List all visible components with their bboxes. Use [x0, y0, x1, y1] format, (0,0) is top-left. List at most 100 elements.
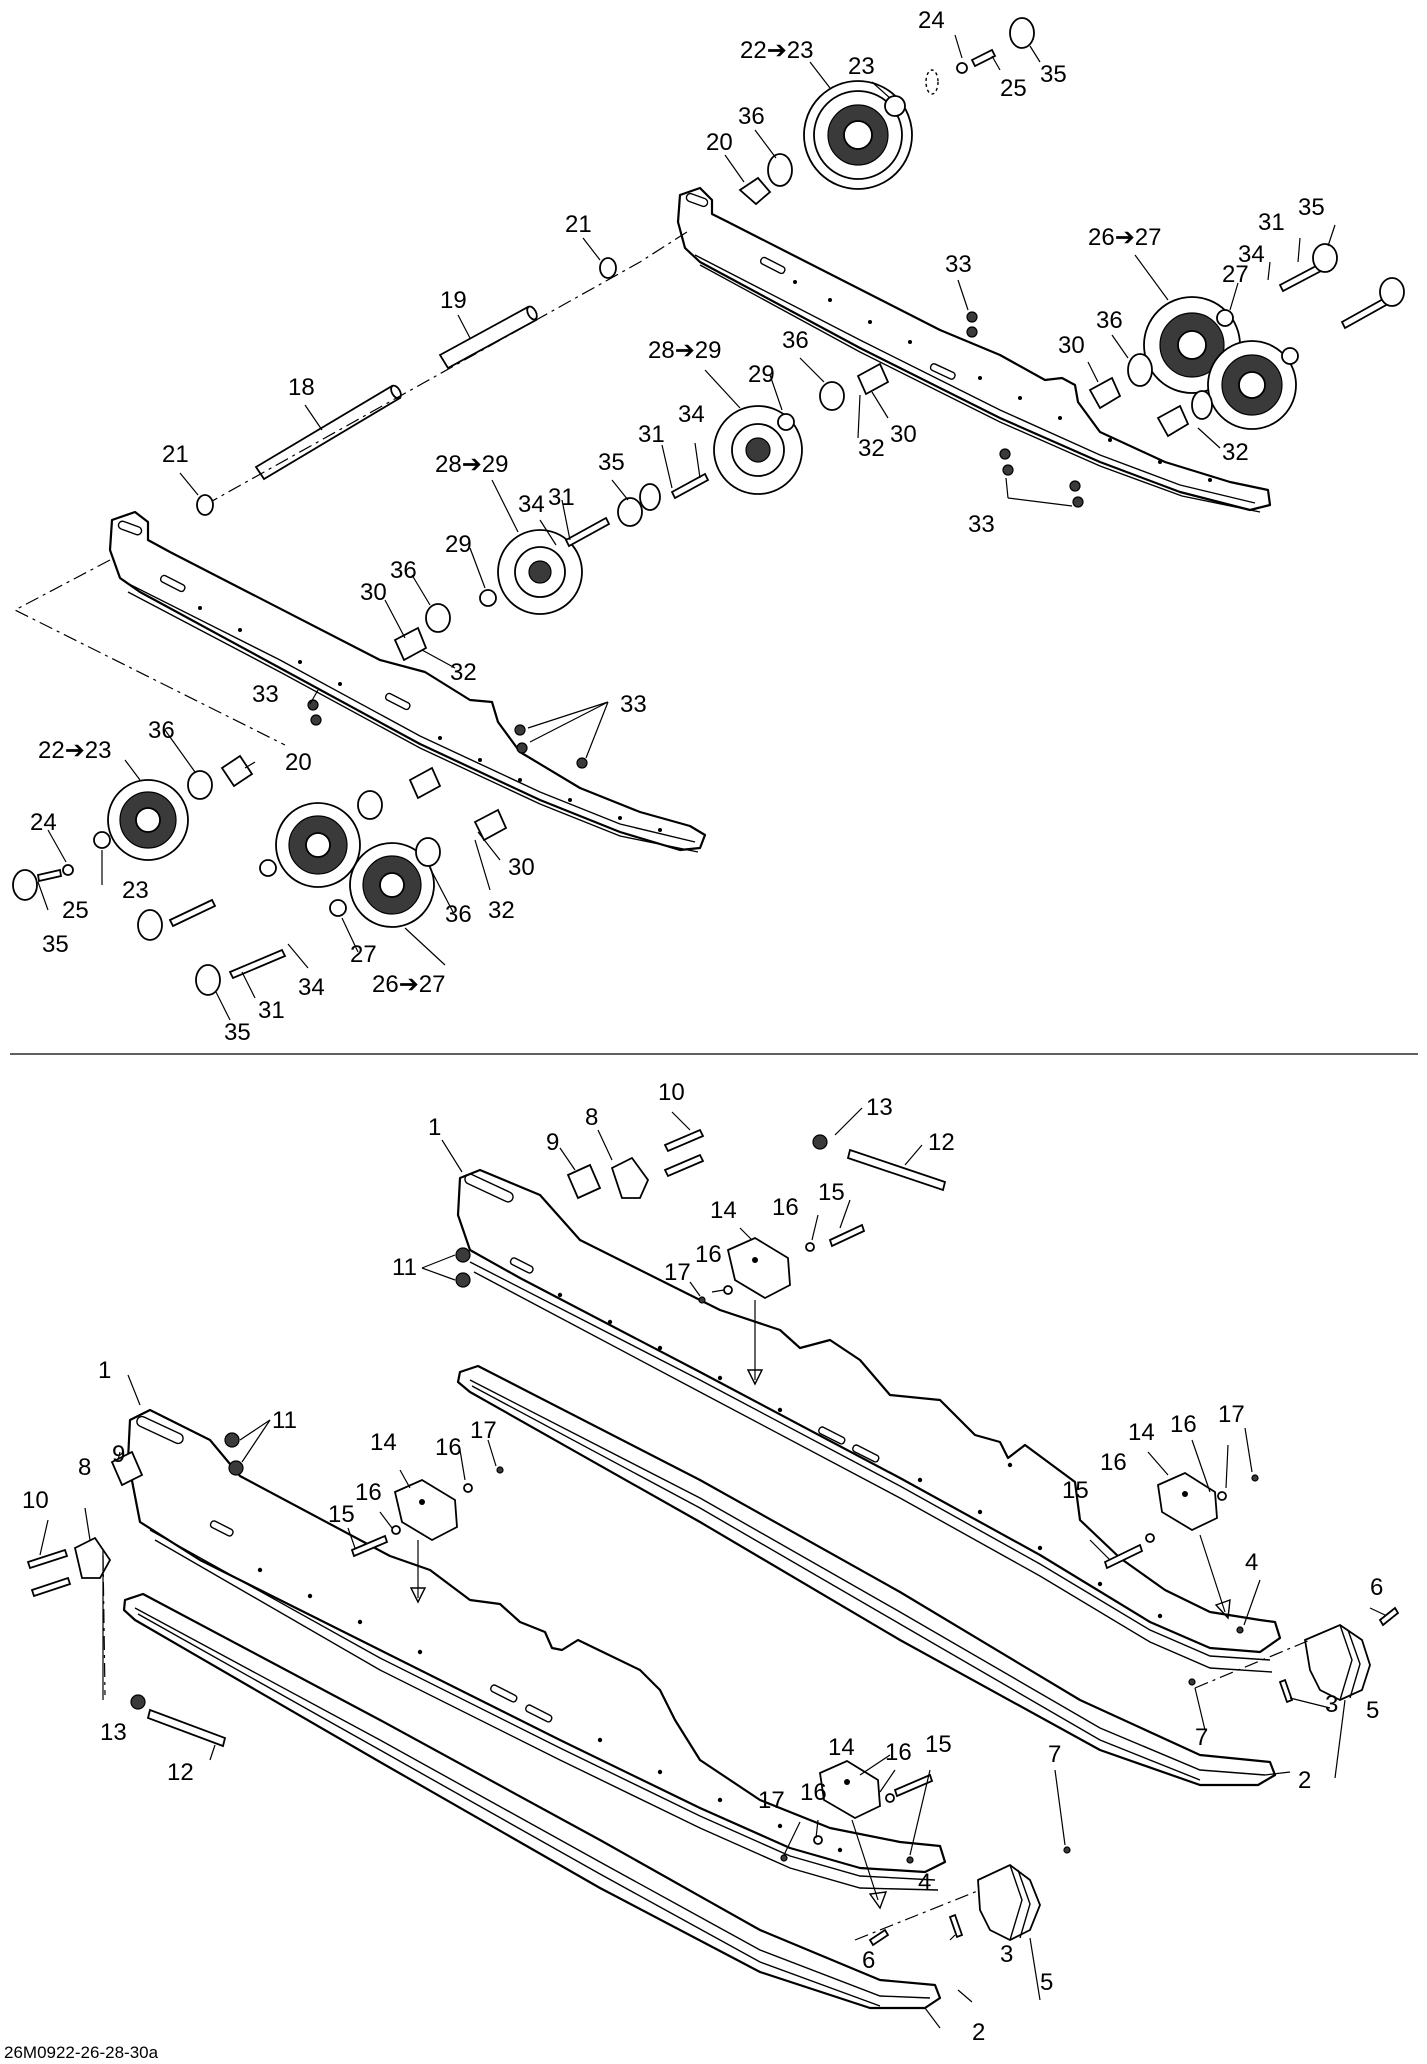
label-17-top: 17: [664, 1259, 691, 1286]
washer-16-left-a: [391, 1525, 401, 1535]
circlip-top: [925, 69, 939, 95]
bracket-30-center: [856, 362, 890, 396]
spacer-21-upper: [599, 257, 617, 279]
screw-15-top: [828, 1223, 866, 1248]
label-6-upper: 6: [1370, 1574, 1383, 1601]
screw-3-lower: [948, 1913, 964, 1939]
label-5-lower: 5: [1040, 1969, 1053, 1996]
label-35-right: 35: [1298, 194, 1325, 221]
label-29-upper: 29: [748, 361, 775, 388]
nut-11-top-b: [455, 1272, 471, 1288]
nut-33-k: [576, 757, 588, 769]
label-15-right: 15: [1062, 1477, 1089, 1504]
label-16-left-b: 16: [355, 1479, 382, 1506]
label-4-upper: 4: [1245, 1549, 1258, 1576]
upper-left-rail: [108, 510, 707, 853]
label-36-top: 36: [738, 103, 765, 130]
nut-7-lower: [1063, 1846, 1071, 1854]
upper-leaders: [37, 34, 1336, 1021]
bearing-23-top: [884, 95, 906, 117]
label-21-lower: 21: [162, 441, 189, 468]
label-13-left: 13: [100, 1719, 127, 1746]
nut-33-b: [966, 326, 978, 338]
bolt-25-top: [970, 48, 997, 68]
label-28-29-lower: 28➔29: [435, 451, 509, 478]
nut-17-bottom: [780, 1854, 788, 1862]
label-22-23-left: 22➔23: [38, 737, 112, 764]
label-24: 24: [918, 7, 945, 34]
cap-35-bottom: [195, 964, 221, 996]
bearing-29-lower: [479, 589, 497, 607]
label-29-lower: 29: [445, 531, 472, 558]
label-16-right-a: 16: [1170, 1411, 1197, 1438]
washer-16-right-b: [1217, 1491, 1227, 1501]
washer-16-top-a: [805, 1242, 815, 1252]
label-36-center: 36: [782, 327, 809, 354]
bracket-14-top: [726, 1236, 791, 1300]
bracket-30-left: [473, 808, 508, 842]
label-32-left: 32: [488, 897, 515, 924]
label-6-lower: 6: [862, 1947, 875, 1974]
label-34-right: 34: [1238, 241, 1265, 268]
label-9-top: 9: [546, 1129, 559, 1156]
plate-8-left: [73, 1536, 112, 1579]
label-1-left: 1: [98, 1357, 111, 1384]
nut-11-left-b: [228, 1460, 244, 1476]
label-33-upper: 33: [945, 251, 972, 278]
label-3-upper: 3: [1325, 1691, 1338, 1718]
cap-35-right: [1312, 243, 1338, 273]
plate-8-top: [610, 1156, 650, 1199]
label-2-upper: 2: [1298, 1767, 1311, 1794]
nut-13-left: [130, 1694, 146, 1710]
label-21-upper: 21: [565, 211, 592, 238]
bearing-29-upper: [777, 413, 795, 431]
rivet-4-lower: [906, 1856, 914, 1864]
label-16-bottom-a: 16: [885, 1739, 912, 1766]
label-16-right-b: 16: [1100, 1449, 1127, 1476]
wheel-left-26-27: [349, 842, 435, 928]
slide-2-upper: [456, 1364, 1277, 1787]
washer-36-right: [1127, 353, 1153, 387]
label-14-right: 14: [1128, 1419, 1155, 1446]
label-32-center: 32: [858, 435, 885, 462]
bolt-12-top: [846, 1148, 947, 1192]
label-15-left: 15: [328, 1501, 355, 1528]
bracket-14-right: [1157, 1471, 1218, 1532]
bolt-10-top-a: [663, 1128, 705, 1153]
label-2-lower: 2: [972, 2019, 985, 2046]
label-26-27-left: 26➔27: [372, 971, 446, 998]
plate-9-top: [566, 1163, 602, 1200]
nut-33-j: [516, 742, 528, 754]
bracket-left-mid: [408, 766, 442, 800]
bolt-31-left: [228, 948, 287, 980]
bolt-right-lower: [1340, 296, 1390, 330]
label-17-left: 17: [470, 1417, 497, 1444]
label-11-top: 11: [392, 1254, 417, 1281]
label-25-top: 25: [1000, 75, 1027, 102]
nut-11-top-a: [455, 1247, 471, 1263]
label-34-bottom: 34: [298, 974, 325, 1001]
washer-24-top: [956, 62, 968, 74]
bearing-left-mid: [259, 859, 277, 877]
label-36-mid: 36: [390, 557, 417, 584]
washer-16-bottom-a: [885, 1793, 895, 1803]
cap-right-lower: [1379, 277, 1405, 307]
upper-right-rail: [676, 186, 1272, 513]
washer-right-lower: [1191, 390, 1213, 420]
cap-35-mid: [617, 497, 643, 527]
label-17-right: 17: [1218, 1401, 1245, 1428]
label-8-top: 8: [585, 1104, 598, 1131]
label-36-left: 36: [148, 717, 175, 744]
bolt-31-center: [670, 472, 710, 500]
label-32-right: 32: [1222, 439, 1249, 466]
label-10-top: 10: [658, 1079, 685, 1106]
bearing-23-left: [93, 831, 111, 849]
screw-15-right: [1103, 1543, 1144, 1570]
cap-35-center: [639, 483, 661, 511]
stopper-5-lower: [977, 1863, 1041, 1942]
diagram-code: 26M0922-26-28-30a: [4, 2043, 159, 2062]
label-23-left: 23: [122, 877, 149, 904]
nut-17-left: [496, 1466, 504, 1474]
label-4-lower: 4: [918, 1869, 931, 1896]
label-35-bottom: 35: [224, 1019, 251, 1046]
